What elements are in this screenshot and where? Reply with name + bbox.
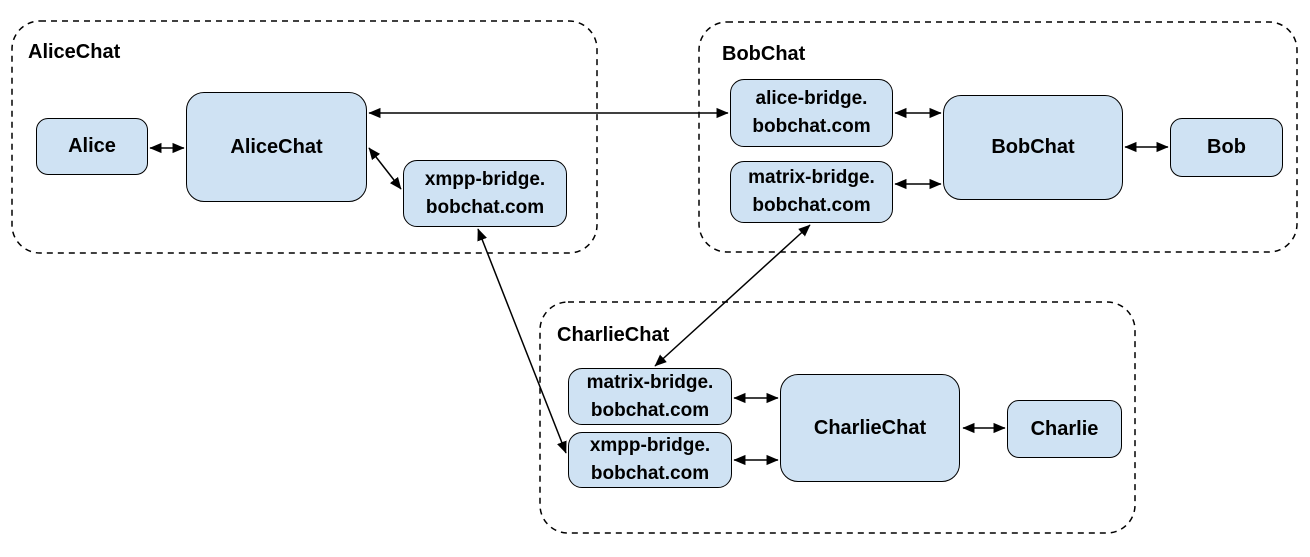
node-xmpp-bridge-charlie: xmpp-bridge. bobchat.com	[568, 432, 732, 488]
node-charlie: Charlie	[1007, 400, 1122, 458]
node-bob: Bob	[1170, 118, 1283, 177]
edge-alicechat-xmppbridge	[368, 147, 402, 190]
node-charliechat-server: CharlieChat	[780, 374, 960, 482]
node-alice-bridge-bob: alice-bridge. bobchat.com	[730, 79, 893, 147]
node-matrix-bridge-bob: matrix-bridge. bobchat.com	[730, 161, 893, 223]
node-matrix-bridge-charlie: matrix-bridge. bobchat.com	[568, 368, 732, 425]
container-label-charliechat: CharlieChat	[557, 324, 670, 346]
edge-xmppbridge-alice-charlie	[477, 228, 567, 454]
container-label-alicechat: AliceChat	[28, 41, 121, 63]
node-alice: Alice	[36, 118, 148, 175]
node-alicechat-server: AliceChat	[186, 92, 367, 202]
node-xmpp-bridge-alice: xmpp-bridge. bobchat.com	[403, 160, 567, 227]
edge-matrixbridge-bob-charlie	[654, 224, 811, 367]
container-label-bobchat: BobChat	[722, 43, 806, 65]
node-bobchat-server: BobChat	[943, 95, 1123, 200]
